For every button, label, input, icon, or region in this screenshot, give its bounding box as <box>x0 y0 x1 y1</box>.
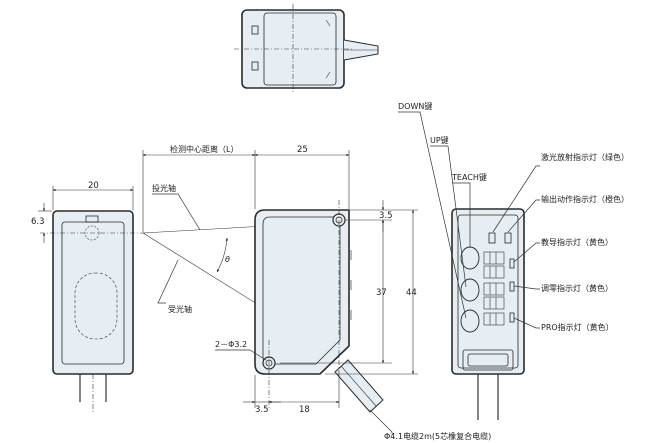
receive-axis-label: 受光轴 <box>168 304 192 314</box>
down-key-label: DOWN键 <box>398 101 432 111</box>
cable-label: Φ4.1电缆2m(5芯橡复合电缆) <box>384 431 491 441</box>
dim-front-width: 25 <box>297 145 308 155</box>
up-key[interactable] <box>460 278 480 302</box>
rear-view-cable <box>477 374 499 420</box>
up-key-label: UP键 <box>430 135 449 145</box>
led-pro <box>509 312 515 323</box>
front-view-housing <box>254 209 350 375</box>
dim-hole-offset-top: 3.5 <box>379 211 393 221</box>
led-output <box>504 232 512 244</box>
teach-key-label: TEACH键 <box>451 172 487 182</box>
pro-indicator-label: PRO指示灯（黄色） <box>541 322 614 332</box>
front-view: θ 检测中心距离（L） 25 投光轴 受光轴 <box>142 144 491 441</box>
angle-label: θ <box>225 255 230 264</box>
side-view-housing <box>52 210 134 375</box>
detect-distance-label: 检测中心距离（L） <box>170 144 238 154</box>
rear-view <box>398 111 540 420</box>
teach-key[interactable] <box>460 246 480 270</box>
dim-height: 44 <box>406 288 417 298</box>
laser-indicator-label: 激光放射指示灯（绿色） <box>541 152 629 162</box>
rear-view-digits <box>483 251 505 326</box>
side-view: 20 6.3 <box>31 181 150 412</box>
top-view-slot-upper <box>251 25 259 35</box>
dim-hole-offset-bottom: 3.5 <box>255 405 269 415</box>
down-key[interactable] <box>460 309 480 333</box>
receive-beam <box>142 232 271 313</box>
dim-pitch: 37 <box>376 288 387 298</box>
led-teach <box>509 258 515 269</box>
emit-axis-label: 投光轴 <box>152 183 176 193</box>
top-view-slot-lower <box>251 61 259 71</box>
led-laser <box>488 232 496 244</box>
dim-side-width: 20 <box>88 181 99 191</box>
dim-side-offset: 6.3 <box>31 217 45 227</box>
zero-indicator-label: 调零指示灯（黄色） <box>541 283 613 293</box>
side-view-receiver <box>74 272 118 340</box>
output-indicator-label: 输出动作指示灯（橙色） <box>541 194 629 204</box>
hole-label: 2－Φ3.2 <box>215 340 247 349</box>
led-zero <box>509 281 515 292</box>
dim-bottom-span: 18 <box>299 405 310 415</box>
top-view <box>234 4 379 94</box>
teach-indicator-label: 教导指示灯（黄色） <box>541 237 613 247</box>
